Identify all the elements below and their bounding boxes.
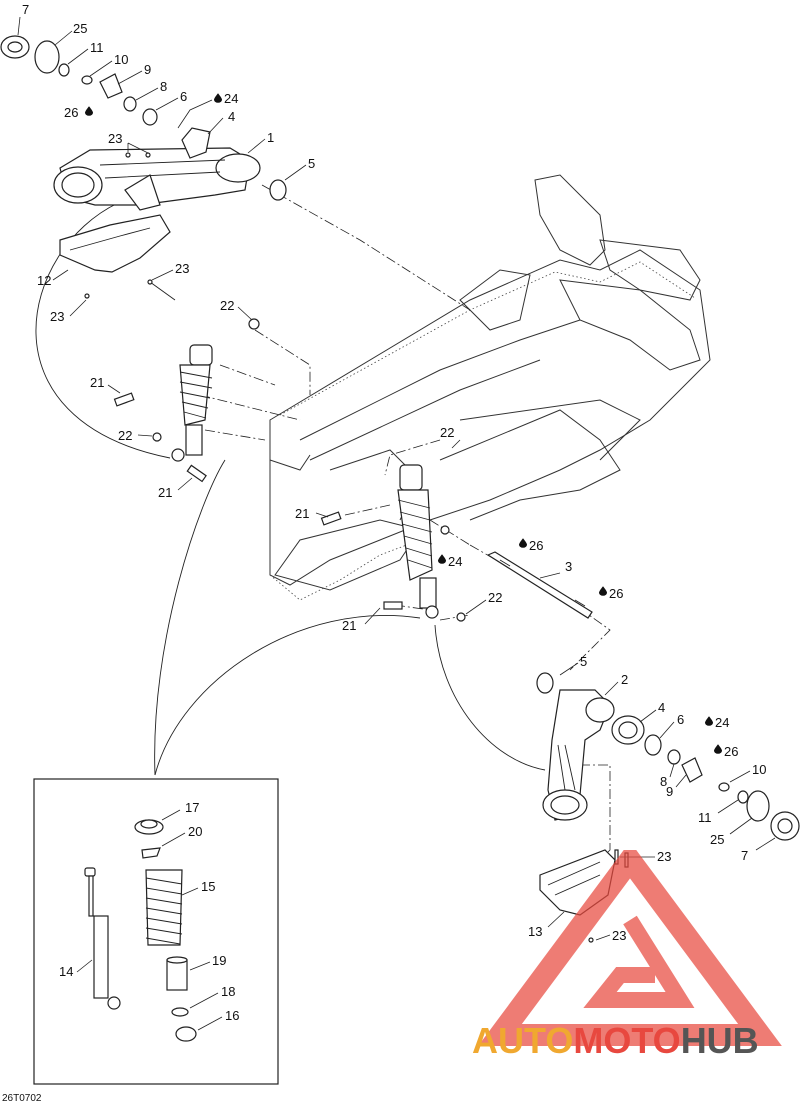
callout-14: 14: [59, 964, 73, 979]
callout-1: 1: [267, 130, 274, 145]
shock-detail-inset: [33, 778, 279, 1085]
callout-26: 26: [724, 744, 738, 759]
callout-24: 24: [448, 554, 462, 569]
watermark-hub: HUB: [681, 1020, 759, 1061]
swing-arm-left: [53, 147, 287, 211]
watermark-moto: MOTO: [573, 1020, 680, 1061]
callout-7: 7: [741, 848, 748, 863]
callout-4: 4: [228, 109, 235, 124]
hub-parts-left: [0, 35, 211, 299]
callout-9: 9: [144, 62, 151, 77]
callout-10: 10: [752, 762, 766, 777]
watermark-auto: AUTO: [472, 1020, 573, 1061]
reference-curves: [35, 202, 546, 776]
callout-5: 5: [308, 156, 315, 171]
triangle-logo-icon: [478, 850, 782, 1046]
hub-parts-right: [611, 715, 800, 841]
callout-26: 26: [64, 105, 78, 120]
callout-24: 24: [224, 91, 238, 106]
callout-23: 23: [108, 131, 122, 146]
callout-2: 2: [621, 672, 628, 687]
callout-18: 18: [221, 984, 235, 999]
callout-22: 22: [488, 590, 502, 605]
callout-11: 11: [90, 40, 104, 55]
callout-13: 13: [528, 924, 542, 939]
callout-21: 21: [295, 506, 309, 521]
callout-21: 21: [342, 618, 356, 633]
watermark-text: AUTOMOTOHUB: [472, 1020, 759, 1061]
shock-absorber-left: [113, 318, 260, 483]
callout-25: 25: [73, 21, 87, 36]
callout-25: 25: [710, 832, 724, 847]
callout-21: 21: [90, 375, 104, 390]
callout-10: 10: [114, 52, 128, 67]
callout-21: 21: [158, 485, 172, 500]
callout-22: 22: [220, 298, 234, 313]
callout-labels: 7 25 11 10 9 8 6 24 26 4 1 23 5 12 23 23…: [22, 2, 766, 1023]
callout-23: 23: [612, 928, 626, 943]
callout-15: 15: [201, 879, 215, 894]
callout-26: 26: [529, 538, 543, 553]
callout-17: 17: [185, 800, 199, 815]
callout-5: 5: [580, 654, 587, 669]
callout-9: 9: [666, 784, 673, 799]
automotohub-watermark: AUTOMOTOHUB: [472, 850, 782, 1061]
callout-8: 8: [160, 79, 167, 94]
callout-23: 23: [50, 309, 64, 324]
callout-22: 22: [118, 428, 132, 443]
callout-24: 24: [715, 715, 729, 730]
callout-19: 19: [212, 953, 226, 968]
callout-22: 22: [440, 425, 454, 440]
skid-plate-left: [59, 214, 171, 273]
callout-12: 12: [37, 273, 51, 288]
callout-20: 20: [188, 824, 202, 839]
callout-23: 23: [175, 261, 189, 276]
callout-6: 6: [180, 89, 187, 104]
leader-lines: [17, 16, 776, 1031]
callout-23: 23: [657, 849, 671, 864]
shock-absorber-center: [320, 464, 466, 622]
swing-arm-right: [536, 672, 615, 821]
vehicle-frame: [269, 174, 711, 601]
pivot-shaft: [486, 551, 593, 619]
callout-6: 6: [677, 712, 684, 727]
callout-8: 8: [660, 774, 667, 789]
callout-4: 4: [658, 700, 665, 715]
callout-26: 26: [609, 586, 623, 601]
diagram-code: 26T0702: [2, 1093, 42, 1104]
callout-3: 3: [565, 559, 572, 574]
callout-11: 11: [698, 810, 712, 825]
callout-7: 7: [22, 2, 29, 17]
callout-16: 16: [225, 1008, 239, 1023]
